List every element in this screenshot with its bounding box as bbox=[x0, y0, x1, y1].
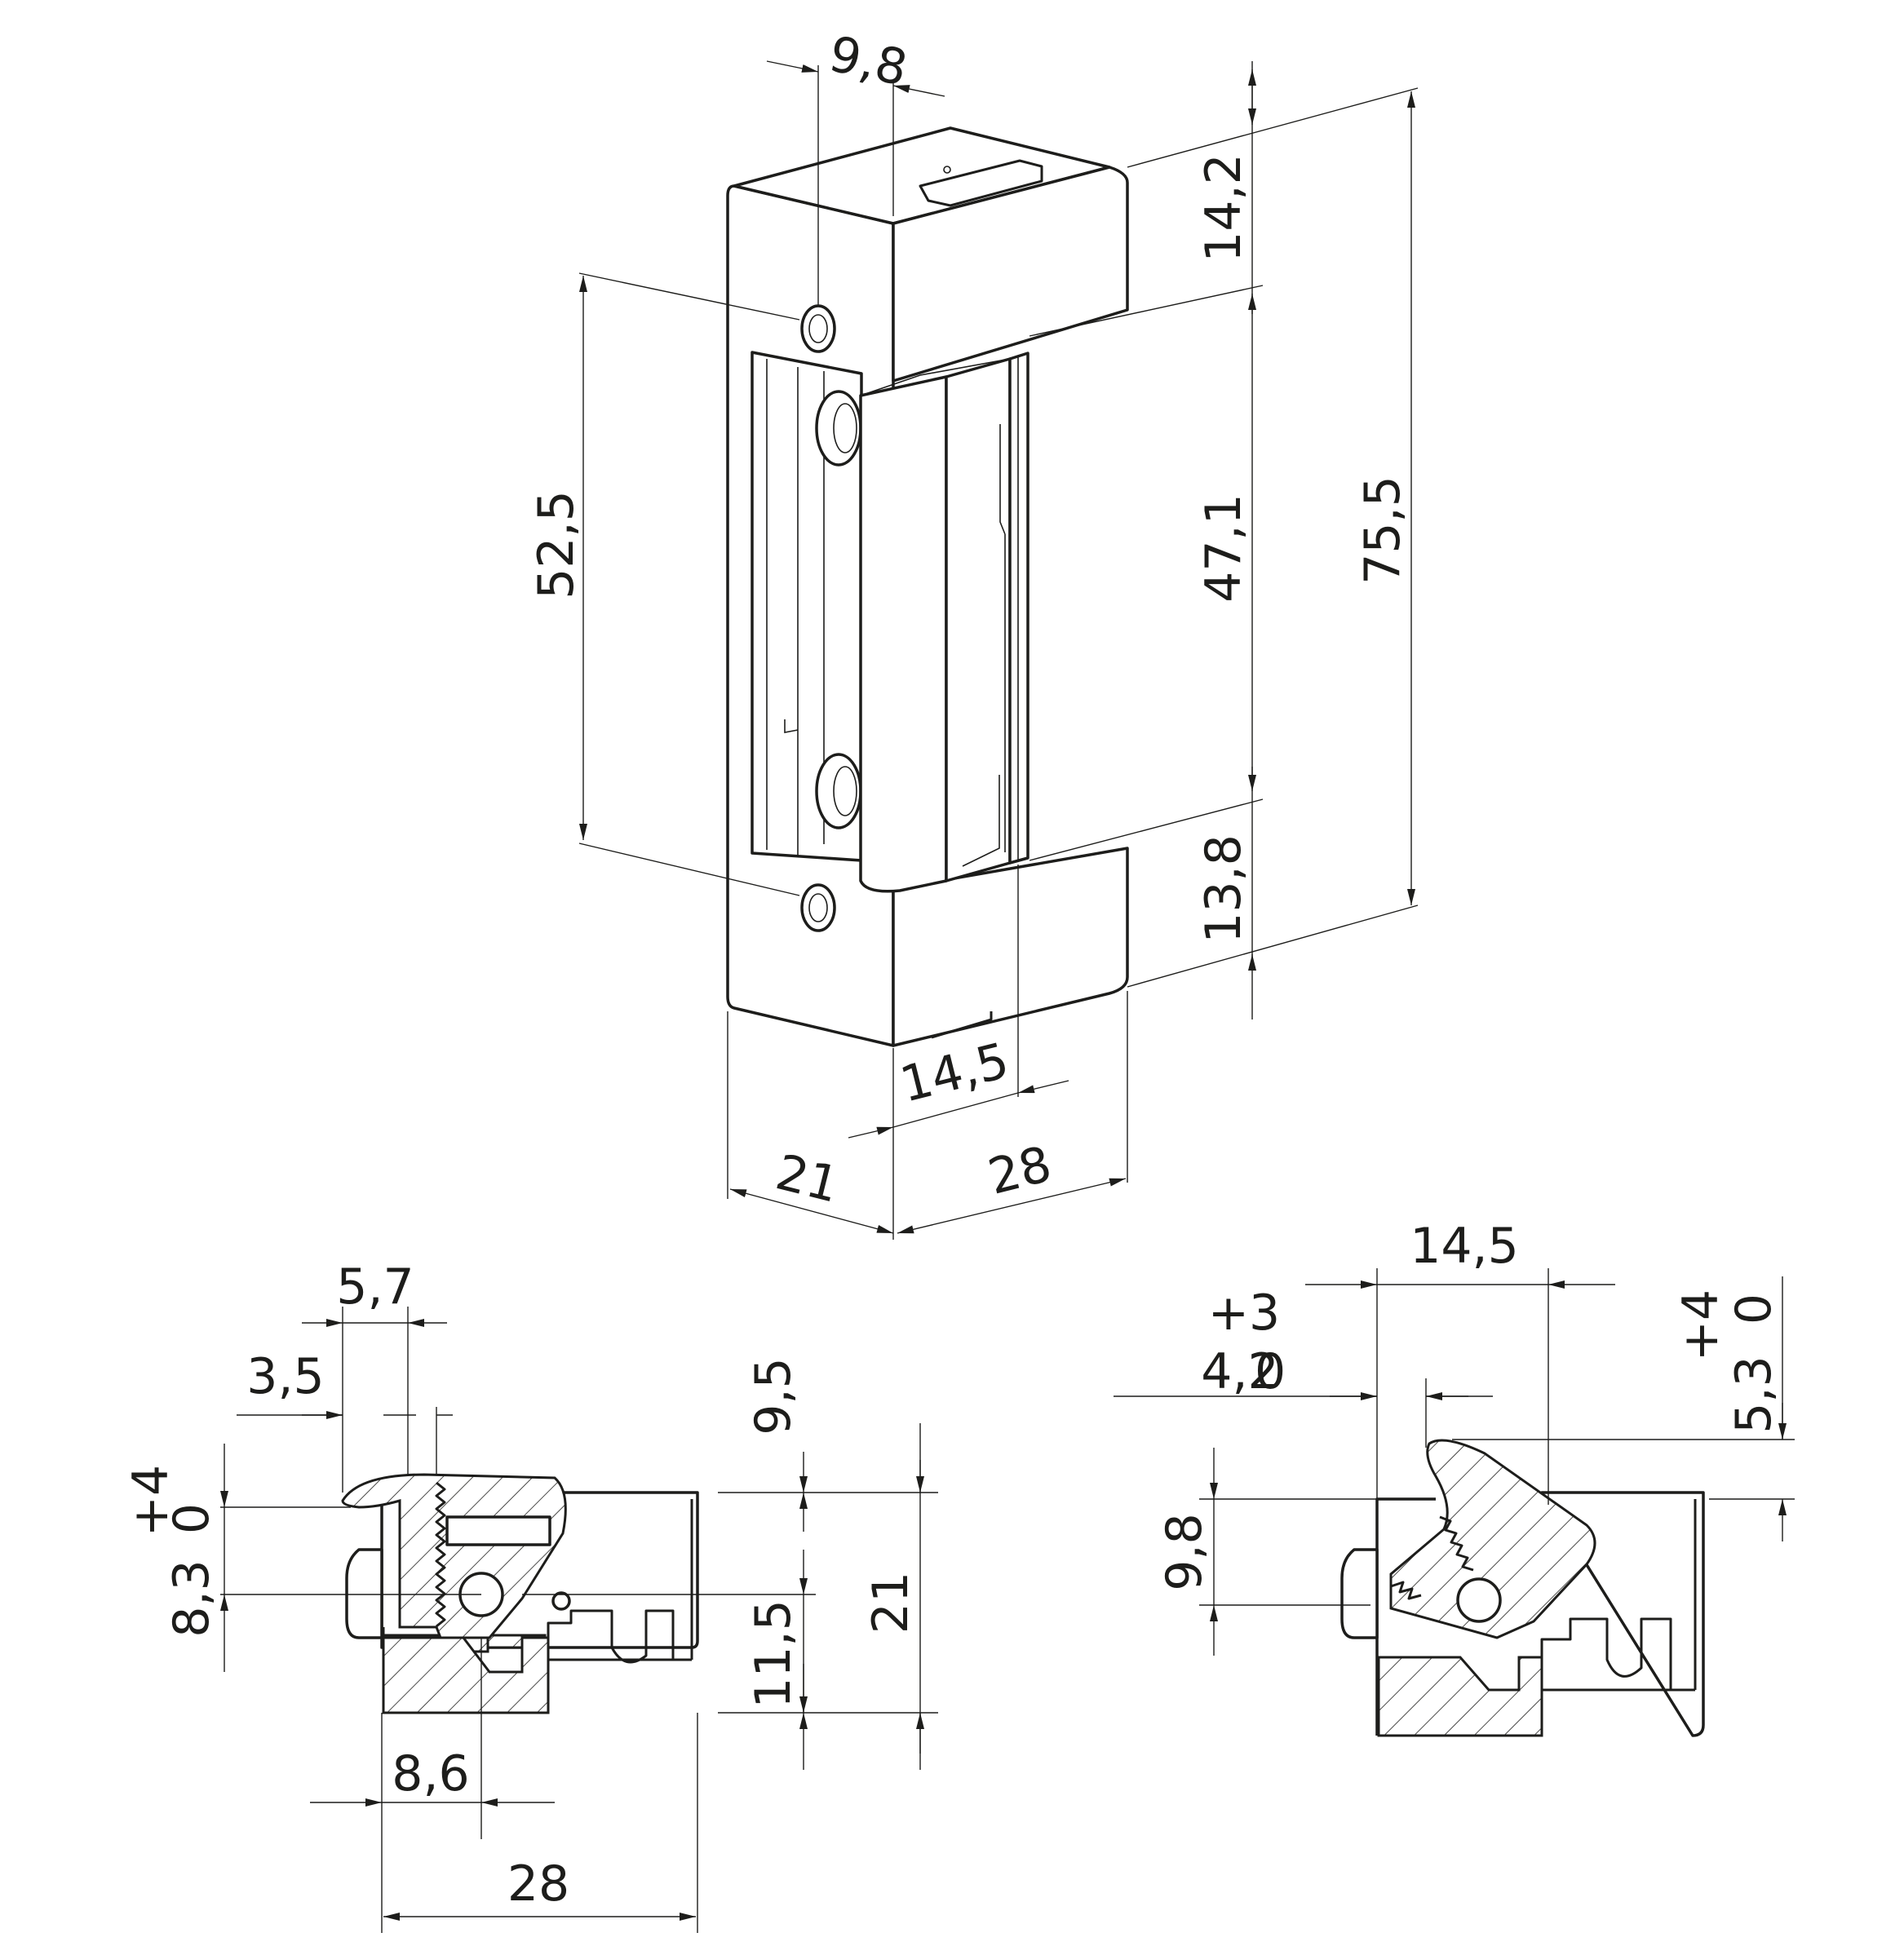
dim-right-tol-lower-b: 0 bbox=[1725, 1294, 1782, 1325]
dim-latch-width: 14,5 bbox=[895, 1032, 1015, 1113]
dim-right-tol-upper-b: +4 bbox=[1672, 1289, 1729, 1361]
dim-right-height-left: 9,8 bbox=[1156, 1513, 1213, 1590]
right-section-dimensions: 14,5 4,2 +3 0 9,8 +4 0 5,3 bbox=[1114, 1218, 1795, 1656]
dim-left-width-top: 5,7 bbox=[336, 1258, 414, 1316]
left-right-wall bbox=[548, 1499, 693, 1661]
latch-detail bbox=[860, 358, 1011, 867]
dim-right-tol-upper-a: +3 bbox=[1208, 1285, 1280, 1342]
dim-total-height: 75,5 bbox=[1354, 475, 1411, 585]
upper-bolt bbox=[815, 390, 862, 467]
cavity-inner bbox=[766, 359, 825, 856]
top-marker bbox=[943, 166, 951, 174]
right-inner-profile bbox=[1540, 1617, 1695, 1692]
top-slot bbox=[919, 159, 1043, 207]
left-latch-section bbox=[341, 1473, 567, 1639]
lower-fixing-hole bbox=[800, 883, 836, 932]
dim-left-height-top: 9,5 bbox=[745, 1357, 802, 1435]
left-section-view bbox=[341, 1473, 699, 1714]
dim-top-width: 9,8 bbox=[824, 25, 912, 97]
right-floor bbox=[1377, 1656, 1543, 1737]
dim-left-tol-upper: +4 bbox=[122, 1465, 179, 1537]
main-view bbox=[726, 126, 1129, 1047]
upper-fixing-hole bbox=[800, 304, 836, 353]
left-pin-slot bbox=[445, 1515, 551, 1546]
dim-left-height: 8,3 bbox=[163, 1559, 220, 1637]
dim-hole-spacing: 52,5 bbox=[528, 490, 585, 599]
dim-left-width-bottom: 8,6 bbox=[392, 1745, 469, 1802]
dim-left-width-total: 28 bbox=[507, 1855, 569, 1913]
dim-top-height: 14,2 bbox=[1195, 153, 1252, 263]
dim-right-tol-lower-a: 0 bbox=[1255, 1343, 1286, 1400]
left-screw bbox=[345, 1548, 383, 1639]
lower-bolt bbox=[815, 753, 862, 829]
right-pivot bbox=[1456, 1577, 1502, 1623]
dim-left-tol-lower: 0 bbox=[163, 1503, 220, 1534]
left-serration bbox=[435, 1481, 446, 1628]
dim-right-offset: 4,2 bbox=[1201, 1343, 1278, 1400]
bottom-housing bbox=[892, 847, 1129, 1047]
right-right-wall bbox=[1377, 1499, 1697, 1692]
latch-face bbox=[859, 375, 948, 893]
left-floor bbox=[382, 1636, 550, 1714]
right-screw bbox=[1340, 1548, 1379, 1639]
bottom-notch bbox=[931, 1011, 993, 1039]
housing-strip bbox=[1008, 352, 1029, 865]
right-latch-section bbox=[1389, 1439, 1596, 1639]
dim-right-width-top: 14,5 bbox=[1410, 1218, 1519, 1275]
dim-latch-height: 47,1 bbox=[1195, 493, 1252, 603]
dim-body-depth: 28 bbox=[983, 1135, 1057, 1205]
dim-left-height-mid: 11,5 bbox=[745, 1599, 802, 1709]
left-small-pin bbox=[551, 1591, 571, 1611]
left-section-dimensions: 5,7 3,5 +4 0 8,3 9,5 11,5 21 8,6 28 bbox=[122, 1258, 938, 1933]
right-serration bbox=[1390, 1515, 1474, 1600]
dim-plate-depth: 21 bbox=[770, 1143, 844, 1214]
right-section-view bbox=[1340, 1439, 1705, 1737]
dim-right-height-right: 5,3 bbox=[1725, 1356, 1782, 1433]
dim-left-height-total: 21 bbox=[862, 1572, 919, 1634]
dim-left-width-inner: 3,5 bbox=[246, 1348, 324, 1405]
dim-bottom-height: 13,8 bbox=[1195, 834, 1252, 944]
